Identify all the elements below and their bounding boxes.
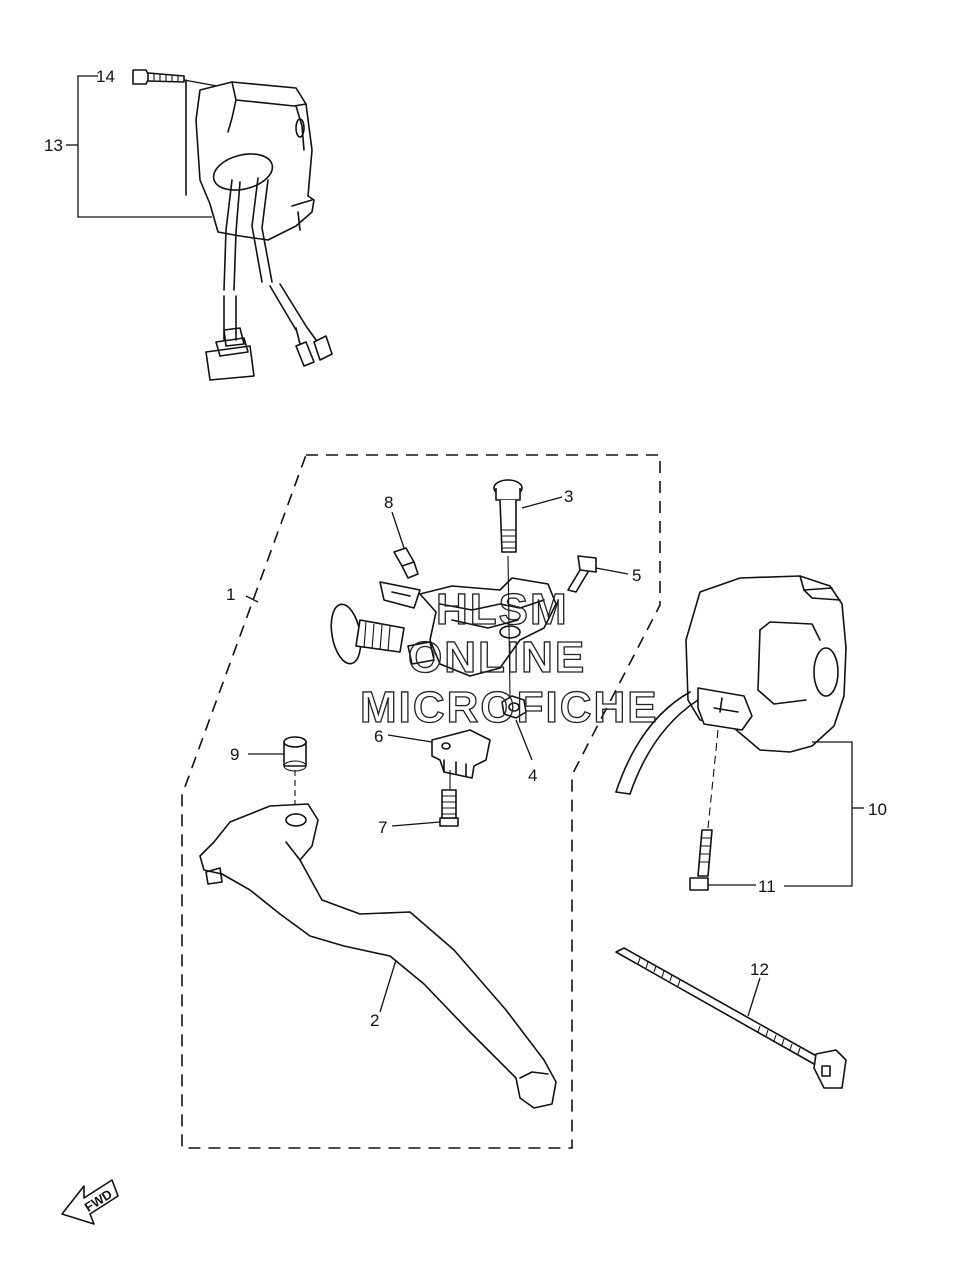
handlebar-switch-left bbox=[66, 69, 333, 381]
screw-14 bbox=[132, 69, 229, 89]
callout-12: 12 bbox=[750, 960, 769, 979]
callout-2: 2 bbox=[370, 1011, 379, 1030]
watermark: HLSM ONLINE MICROFICHE bbox=[359, 584, 659, 732]
forward-arrow-icon: FWD bbox=[61, 1179, 119, 1225]
watermark-line-1: HLSM bbox=[436, 585, 569, 634]
callout-1: 1 bbox=[226, 585, 235, 604]
callout-8: 8 bbox=[384, 493, 393, 512]
assembly-boundary bbox=[181, 454, 661, 1149]
cable-tie-12 bbox=[615, 947, 847, 1089]
screw-7 bbox=[391, 770, 459, 827]
callout-3: 3 bbox=[564, 487, 573, 506]
callout-11: 11 bbox=[758, 877, 776, 896]
callout-10: 10 bbox=[868, 800, 887, 819]
switch-6 bbox=[387, 729, 491, 779]
screw-5 bbox=[567, 555, 629, 593]
bolt-3 bbox=[493, 479, 563, 553]
callout-4: 4 bbox=[528, 766, 537, 785]
watermark-line-3: MICROFICHE bbox=[360, 683, 659, 732]
callout-14: 14 bbox=[96, 67, 115, 86]
lever-holder bbox=[330, 479, 629, 827]
screw-8 bbox=[391, 511, 419, 579]
collar-9 bbox=[248, 736, 307, 810]
callout-6: 6 bbox=[374, 727, 383, 746]
watermark-line-2: ONLINE bbox=[408, 633, 586, 682]
lever-2 bbox=[199, 803, 557, 1109]
callout-7: 7 bbox=[378, 818, 387, 837]
handlebar-switch-right bbox=[615, 575, 864, 891]
nut-4 bbox=[501, 695, 533, 761]
screw-11 bbox=[689, 729, 756, 891]
callout-13: 13 bbox=[44, 136, 63, 155]
callout-5: 5 bbox=[632, 566, 641, 585]
callout-9: 9 bbox=[230, 745, 239, 764]
